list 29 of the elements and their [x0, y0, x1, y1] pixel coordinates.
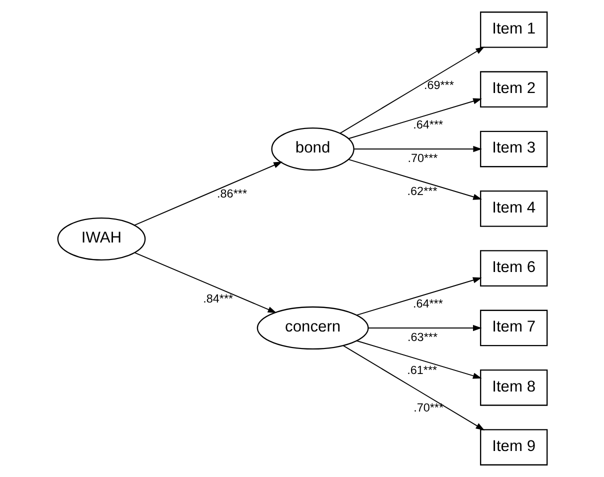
edge-label: .64***: [412, 297, 442, 310]
node-box: Item 6: [480, 250, 548, 287]
node-box: Item 7: [480, 310, 548, 346]
arrow: [338, 46, 484, 134]
arrow: [356, 340, 482, 379]
edge-label: .86***: [216, 187, 247, 200]
arrow: [367, 324, 482, 332]
arrow: [133, 162, 282, 226]
edge-label: .69***: [423, 78, 454, 92]
node-box: Item 9: [480, 429, 548, 466]
edge-label: .63***: [407, 331, 438, 344]
edge-label: .84***: [202, 292, 233, 306]
arrow: [353, 146, 482, 152]
node-ellipse: IWAH: [56, 217, 146, 261]
edge-label: .61***: [406, 364, 437, 378]
node-box: Item 4: [480, 190, 548, 227]
node-box: Item 2: [480, 71, 548, 108]
arrow: [356, 277, 482, 316]
node-box: Item 3: [480, 130, 548, 168]
edge-label: .64***: [412, 118, 443, 132]
arrow: [347, 98, 482, 140]
arrow: [347, 158, 482, 200]
edge-label: .70***: [407, 152, 438, 166]
edge-label: .70***: [413, 402, 444, 415]
node-box: Item 1: [480, 12, 548, 48]
edge-label: .62***: [406, 185, 437, 198]
arrow: [342, 345, 484, 430]
arrow: [134, 252, 276, 314]
node-box: Item 8: [480, 369, 548, 406]
